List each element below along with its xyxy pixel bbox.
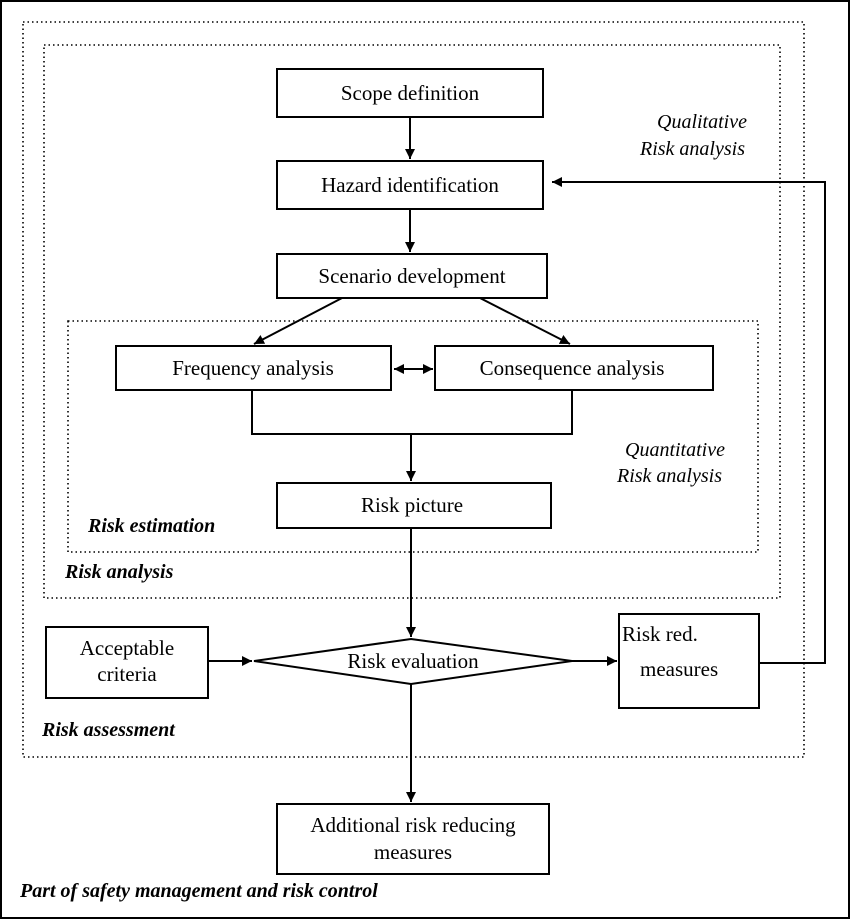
node-risk-picture: Risk picture xyxy=(276,482,552,529)
risk-evaluation-label: Risk evaluation xyxy=(347,649,479,673)
qualitative-label-line-2: Risk analysis xyxy=(639,138,745,160)
consequence-analysis-label: Consequence analysis xyxy=(480,356,665,380)
frequency-analysis-label: Frequency analysis xyxy=(172,356,334,380)
node-scope-definition: Scope definition xyxy=(276,68,544,118)
scenario-development-label: Scenario development xyxy=(318,264,505,288)
acceptable-criteria-line-2: criteria xyxy=(97,662,157,686)
additional-measures-line-1: Additional risk reducing xyxy=(310,813,516,837)
node-consequence-analysis: Consequence analysis xyxy=(434,345,714,391)
arrow-scenario-to-frequency xyxy=(253,297,343,345)
node-risk-evaluation: Risk evaluation xyxy=(253,637,573,686)
quantitative-label-line-1: Quantitative xyxy=(625,439,725,461)
risk-estimation-region xyxy=(67,320,759,553)
risk-analysis-label: Risk analysis xyxy=(64,561,174,583)
acceptable-criteria-line-1: Acceptable xyxy=(80,636,174,660)
node-frequency-analysis: Frequency analysis xyxy=(115,345,392,391)
risk-picture-label: Risk picture xyxy=(361,493,463,517)
risk-red-measures-line-1: Risk red. xyxy=(622,622,698,646)
additional-measures-line-2: measures xyxy=(374,840,452,864)
node-risk-red-measures: Risk red. measures xyxy=(618,613,760,709)
scope-definition-label: Scope definition xyxy=(341,81,480,105)
feedback-measures-to-hazard xyxy=(552,177,826,664)
quantitative-label-line-2: Risk analysis xyxy=(616,465,722,487)
node-hazard-identification: Hazard identification xyxy=(276,160,544,210)
risk-assessment-label: Risk assessment xyxy=(41,719,176,741)
node-acceptable-criteria: Acceptable criteria xyxy=(45,626,209,699)
risk-estimation-label: Risk estimation xyxy=(87,515,215,537)
risk-red-measures-line-2: measures xyxy=(640,657,718,681)
outer-frame-label: Part of safety management and risk contr… xyxy=(19,880,378,902)
qualitative-label-line-1: Qualitative xyxy=(657,111,747,133)
node-scenario-development: Scenario development xyxy=(276,253,548,299)
node-additional-risk-reducing-measures: Additional risk reducing measures xyxy=(276,803,550,875)
risk-assessment-region xyxy=(22,21,805,758)
merge-connector xyxy=(251,390,573,435)
arrow-scenario-to-consequence xyxy=(479,297,571,345)
hazard-identification-label: Hazard identification xyxy=(321,173,499,197)
